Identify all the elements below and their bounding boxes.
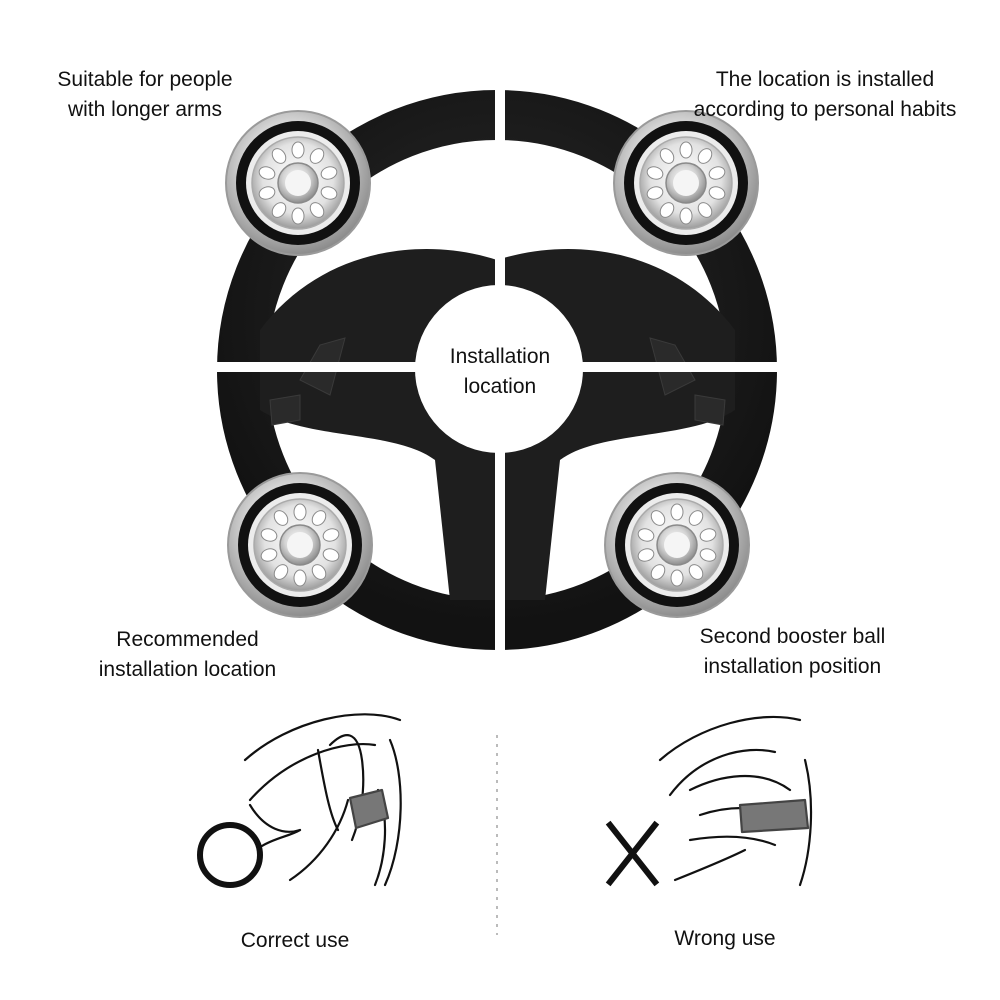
booster-knob-bottom-left	[227, 472, 373, 618]
correct-use-illustration	[243, 713, 402, 887]
label-line: installation position	[703, 655, 882, 678]
label-personal-habits: The location is installed according to p…	[660, 65, 990, 125]
label-line: with longer arms	[67, 98, 223, 121]
label-line: according to personal habits	[693, 98, 957, 121]
wrong-symbol	[605, 820, 660, 887]
label-line: Suitable for people	[57, 68, 233, 91]
label-line: Installation	[449, 345, 551, 368]
caption-correct-use: Correct use	[240, 929, 350, 952]
control-buttons-left-2	[269, 394, 301, 426]
booster-knob-bottom-right	[604, 472, 750, 618]
label-second-booster-ball: Second booster ball installation positio…	[670, 622, 915, 682]
label-line: installation location	[98, 658, 277, 681]
center-circle	[415, 285, 583, 453]
booster-knob-top-right	[613, 110, 759, 256]
caption-wrong-use: Wrong use	[674, 927, 776, 950]
booster-knob-top-left	[225, 110, 371, 256]
label-line: Recommended	[116, 628, 259, 651]
label-recommended-location: Recommended installation location	[70, 625, 305, 685]
label-line: location	[463, 375, 537, 398]
label-line: Second booster ball	[699, 625, 886, 648]
label-longer-arms: Suitable for people with longer arms	[30, 65, 260, 125]
wrong-use-illustration	[658, 715, 813, 887]
label-line: The location is installed	[715, 68, 935, 91]
label-installation-location: Installation location	[425, 342, 575, 402]
correct-symbol	[197, 822, 263, 888]
control-buttons-right-2	[694, 394, 726, 426]
